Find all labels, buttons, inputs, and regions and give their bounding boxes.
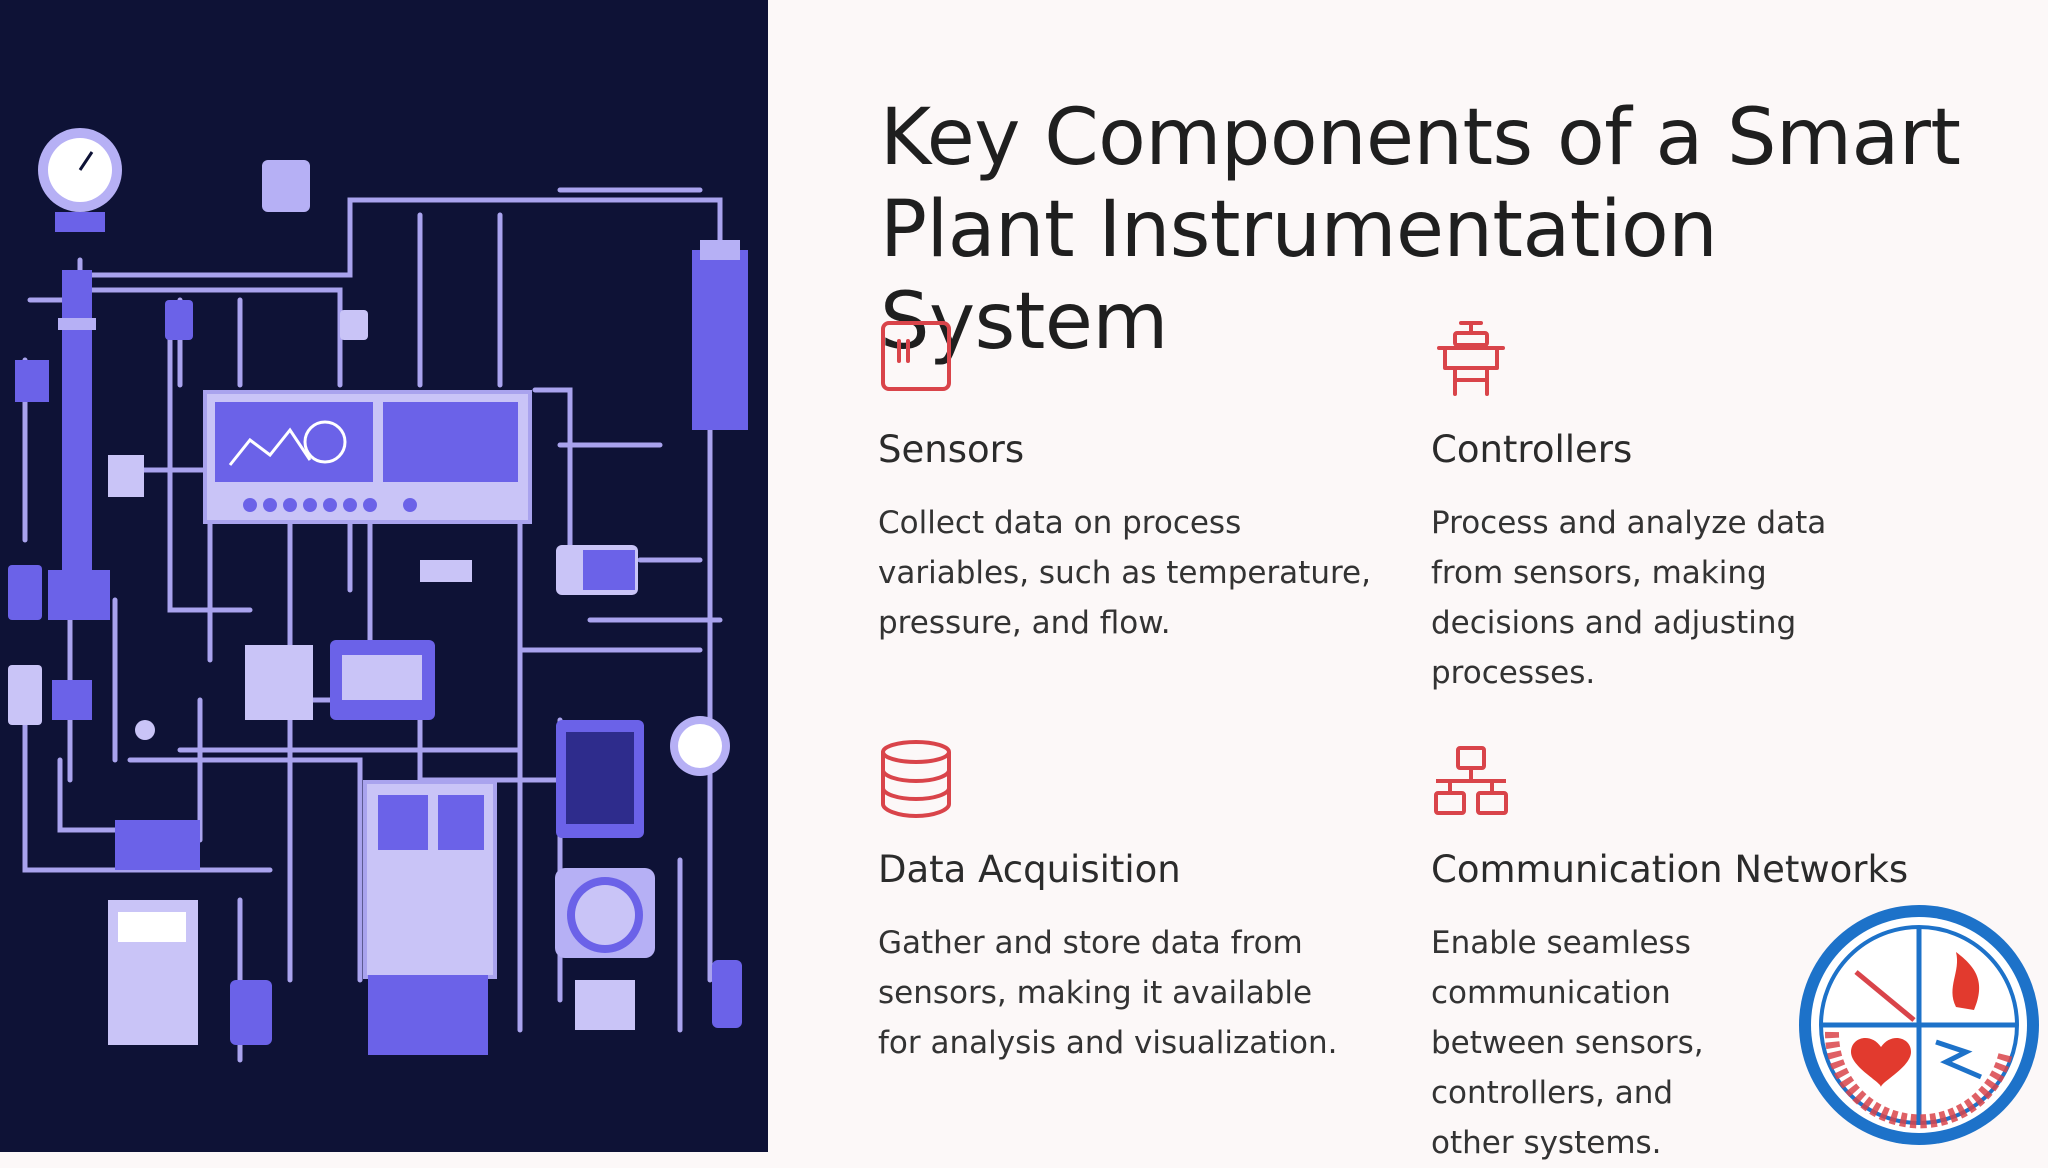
component-card-controllers: Controllers Process and analyze data fro… <box>1431 318 1951 691</box>
component-description: Collect data on process variables, such … <box>878 505 1371 641</box>
plant-instrumentation-illustration <box>0 0 768 1152</box>
component-card-sensors: Sensors Collect data on process variable… <box>878 318 1398 641</box>
component-description: Enable seamless communication between se… <box>1431 925 1704 1161</box>
company-logo <box>1796 902 2042 1148</box>
database-icon <box>881 740 951 818</box>
component-description: Process and analyze data from sensors, m… <box>1431 505 1827 691</box>
slide-content: Key Components of a Smart Plant Instrume… <box>768 0 2048 1161</box>
component-card-data-acquisition: Data Acquisition Gather and store data f… <box>878 738 1398 1061</box>
rudraja-logo-graphic <box>1799 905 2039 1145</box>
component-card-communication-networks: Communication Networks Enable seamless c… <box>1431 738 1951 1161</box>
instrumentation-diagram-graphic <box>8 128 748 1063</box>
network-icon <box>1434 746 1508 815</box>
component-description: Gather and store data from sensors, maki… <box>878 925 1338 1061</box>
component-heading: Data Acquisition <box>878 848 1181 891</box>
sensor-icon <box>881 321 951 391</box>
component-heading: Sensors <box>878 428 1025 471</box>
slide-title: Key Components of a Smart Plant Instrume… <box>880 93 1961 367</box>
component-heading: Communication Networks <box>1431 848 1909 891</box>
component-heading: Controllers <box>1431 428 1633 471</box>
controller-icon <box>1437 321 1505 396</box>
